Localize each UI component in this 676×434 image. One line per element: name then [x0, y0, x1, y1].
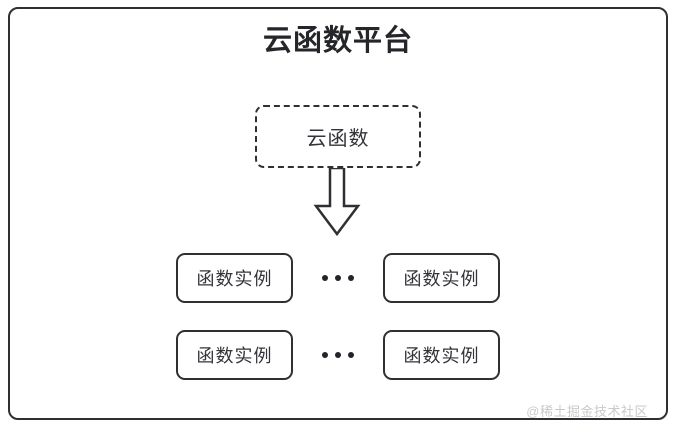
page-title: 云函数平台 — [262, 25, 413, 57]
ellipsis-dot — [348, 352, 354, 358]
function-instance-label: 函数实例 — [196, 269, 273, 289]
ellipsis-dot — [348, 275, 354, 281]
ellipsis-dot — [322, 352, 328, 358]
function-instance-box: 函数实例 — [176, 330, 293, 380]
ellipsis-icon — [322, 275, 354, 281]
function-instance-box: 函数实例 — [383, 330, 500, 380]
function-instance-label: 函数实例 — [403, 346, 480, 366]
function-instance-label: 函数实例 — [403, 269, 480, 289]
down-arrow-icon — [313, 168, 361, 236]
watermark: @稀土掘金技术社区 — [526, 404, 648, 419]
ellipsis-dot — [335, 352, 341, 358]
function-instance-box: 函数实例 — [383, 253, 500, 303]
ellipsis-icon — [322, 352, 354, 358]
ellipsis-dot — [335, 275, 341, 281]
function-instance-box: 函数实例 — [176, 253, 293, 303]
ellipsis-dot — [322, 275, 328, 281]
cloud-function-label: 云函数 — [306, 128, 370, 150]
instance-row: 函数实例 函数实例 — [176, 253, 500, 303]
function-instance-label: 函数实例 — [196, 346, 273, 366]
instance-row: 函数实例 函数实例 — [176, 330, 500, 380]
cloud-function-node: 云函数 — [255, 105, 421, 168]
